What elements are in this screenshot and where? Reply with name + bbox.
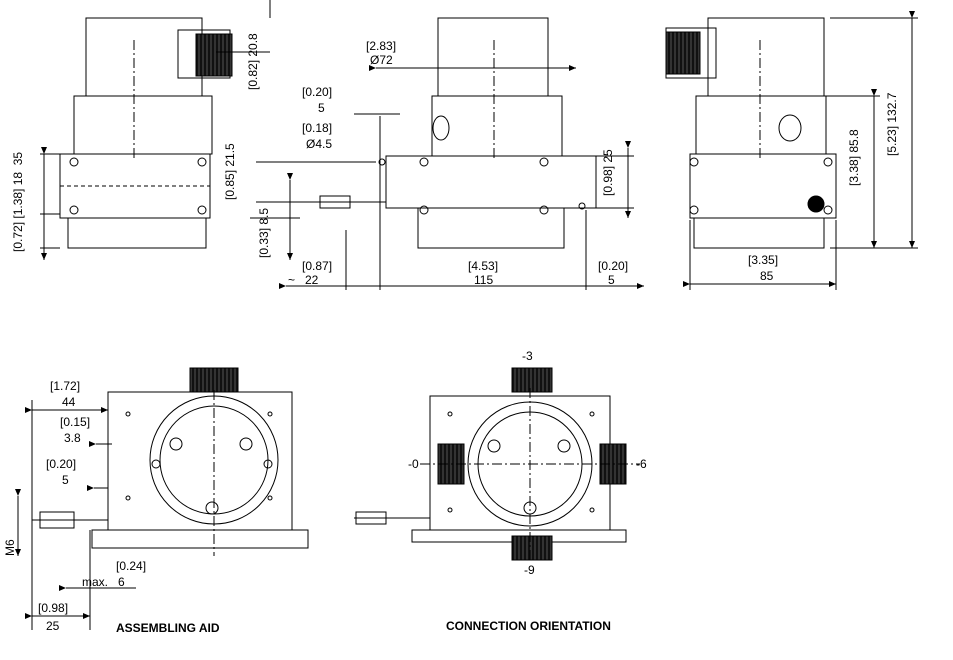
dim-85-8: [3.38] 85.8	[847, 129, 861, 186]
dim-25-b: 25	[46, 619, 60, 633]
orientation-left: -0	[408, 457, 419, 471]
dim-m6: M6	[3, 539, 17, 556]
dim-8-5: [0.33] 8.5	[257, 208, 271, 258]
dim-5c-a: [0.20]	[46, 457, 76, 471]
dim-d45-a: [0.18]	[302, 121, 332, 135]
dim-d72-a: [2.83]	[366, 39, 396, 53]
side-view-right	[665, 11, 918, 290]
caption-connection: CONNECTION ORIENTATION	[446, 619, 611, 633]
dim-44-b: 44	[62, 395, 76, 409]
dim-3-8-b: 3.8	[64, 431, 81, 445]
dim-85-a: [3.35]	[748, 253, 778, 267]
dim-20-8: [0.82] 20.8	[246, 33, 260, 90]
orientation-bottom: -9	[524, 563, 535, 577]
dim-115-b: 115	[474, 273, 493, 287]
dim-44-a: [1.72]	[50, 379, 80, 393]
front-view	[250, 17, 644, 290]
dim-5c-b: 5	[62, 473, 69, 487]
dim-d45-b: Ø4.5	[306, 137, 332, 151]
dim-5r-a: [0.20]	[598, 259, 628, 273]
dim-25: [0.98] 25	[601, 149, 615, 196]
dim-max6: max. 6	[82, 575, 125, 589]
dim-21-5: [0.85] 21.5	[223, 143, 237, 200]
dim-132-7: [5.23] 132.7	[885, 92, 899, 156]
orientation-top: -3	[522, 349, 533, 363]
dim-5-b: 5	[318, 101, 325, 115]
dim-d72-b: Ø72	[370, 53, 393, 67]
orientation-view	[354, 367, 640, 561]
dim-22-b: ~ 22	[288, 273, 319, 287]
assembling-view	[15, 367, 309, 630]
dim-22-a: [0.87]	[302, 259, 332, 273]
dim-35-18: [0.72] [1.38] 18 35	[11, 152, 25, 252]
dim-0-24: [0.24]	[116, 559, 146, 573]
dim-5-a: [0.20]	[302, 85, 332, 99]
side-view-left	[40, 0, 271, 260]
dim-5r-b: 5	[608, 273, 615, 287]
dim-25-a: [0.98]	[38, 601, 68, 615]
dim-115-a: [4.53]	[468, 259, 498, 273]
orientation-right: -6	[636, 457, 647, 471]
caption-assembling: ASSEMBLING AID	[116, 621, 220, 635]
dim-3-8-a: [0.15]	[60, 415, 90, 429]
dim-85-b: 85	[760, 269, 774, 283]
